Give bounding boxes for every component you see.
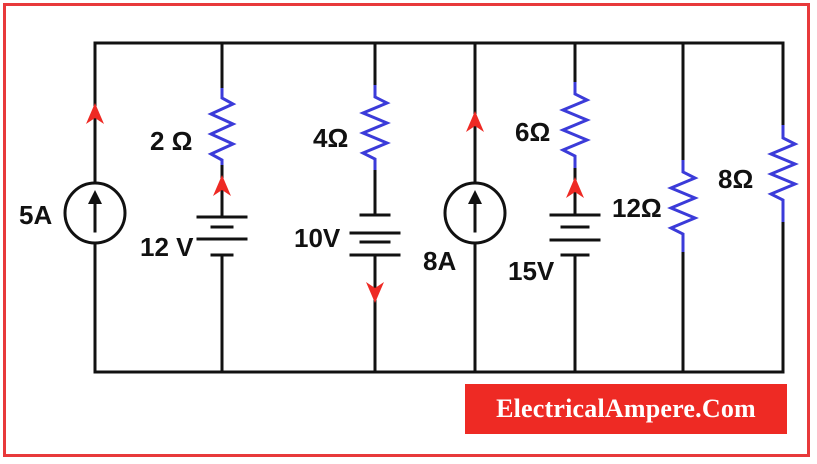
battery-10v-symbol [349, 213, 401, 257]
label-10v: 10V [294, 223, 341, 253]
current-arrow-5a-icon [86, 103, 104, 124]
resistor-6ohm-symbol [559, 82, 591, 168]
current-source-5a-arrow-icon [88, 190, 102, 204]
resistor-12ohm-symbol [667, 160, 699, 252]
brand-text: ElectricalAmpere.Com [496, 394, 756, 423]
current-source-8a-arrow-icon [468, 190, 482, 204]
label-8-ohm: 8Ω [718, 164, 753, 194]
image-border [3, 3, 810, 457]
battery-15v-symbol [549, 213, 601, 257]
current-arrow-10v-icon [366, 282, 384, 303]
battery-12v-symbol [196, 215, 248, 257]
brand-banner: ElectricalAmpere.Com [465, 384, 787, 434]
current-arrow-8a-icon [466, 111, 484, 132]
label-12v: 12 V [140, 232, 194, 262]
current-arrow-6ohm-icon [566, 177, 584, 198]
current-source-5a-symbol [63, 181, 127, 245]
current-arrow-2ohm-icon [213, 175, 231, 196]
resistor-8ohm-symbol [767, 125, 799, 222]
current-source-8a-symbol [443, 181, 507, 245]
resistor-2ohm-symbol [207, 88, 237, 165]
label-8a: 8A [423, 246, 456, 276]
label-6-ohm: 6Ω [515, 117, 550, 147]
label-12-ohm: 12Ω [612, 193, 662, 223]
label-15v: 15V [508, 256, 555, 286]
label-2-ohm: 2 Ω [150, 126, 193, 156]
label-5a: 5A [19, 200, 52, 230]
resistor-4ohm-symbol [359, 85, 391, 170]
label-4-ohm: 4Ω [313, 123, 348, 153]
